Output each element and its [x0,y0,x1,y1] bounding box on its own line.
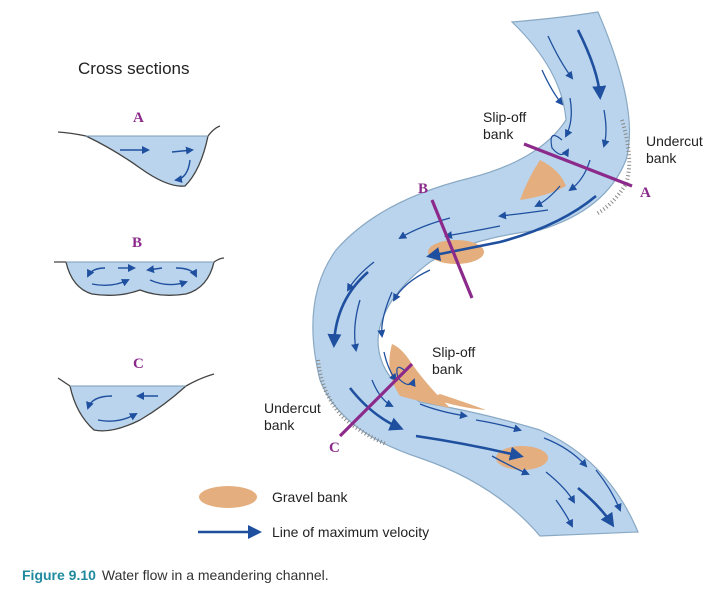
river-water [312,11,639,537]
cross-section-b: B [54,235,225,296]
meander-channel: A B C Slip-off bank Undercut bank Slip-o… [264,11,703,537]
undercut-hatch-left [316,359,387,446]
cross-section-c-label: C [133,356,144,372]
section-label-b: B [418,181,428,197]
cross-section-a-label: A [133,110,144,126]
section-line-b [430,199,474,299]
slip-off-bank-lower-line2: bank [432,361,463,377]
undercut-bank-right-line2: bank [646,150,677,166]
section-label-c: C [329,440,340,456]
undercut-bank-left-line2: bank [264,417,295,433]
legend: Gravel bank Line of maximum velocity [198,486,429,540]
slip-off-bank-upper-line1: Slip-off [483,109,526,125]
gravel-bank-bottom [496,446,548,470]
section-line-c [338,362,414,438]
cross-sections-title: Cross sections [78,59,189,78]
gravel-bank-lower [389,344,450,408]
undercut-bank-right-line1: Undercut [646,133,703,149]
slip-off-bank-upper-line2: bank [483,126,514,142]
gravel-bank-swatch [199,486,257,508]
section-line-a [523,142,633,188]
section-label-a: A [640,185,651,201]
undercut-hatch-right [595,119,632,216]
legend-max-velocity: Line of maximum velocity [272,524,429,540]
cross-section-b-label: B [132,235,142,251]
gravel-bank-upper [520,160,566,200]
figure-number: Figure 9.10 [22,567,96,583]
figure-caption: Figure 9.10 Water flow in a meandering ch… [22,567,329,583]
slip-off-bank-lower-line1: Slip-off [432,344,475,360]
cross-section-a: A [57,110,221,187]
cross-section-c: C [57,356,215,432]
figure-caption-text: Water flow in a meandering channel. [101,567,329,583]
legend-gravel-bank: Gravel bank [272,489,348,505]
undercut-bank-left-line1: Undercut [264,400,321,416]
